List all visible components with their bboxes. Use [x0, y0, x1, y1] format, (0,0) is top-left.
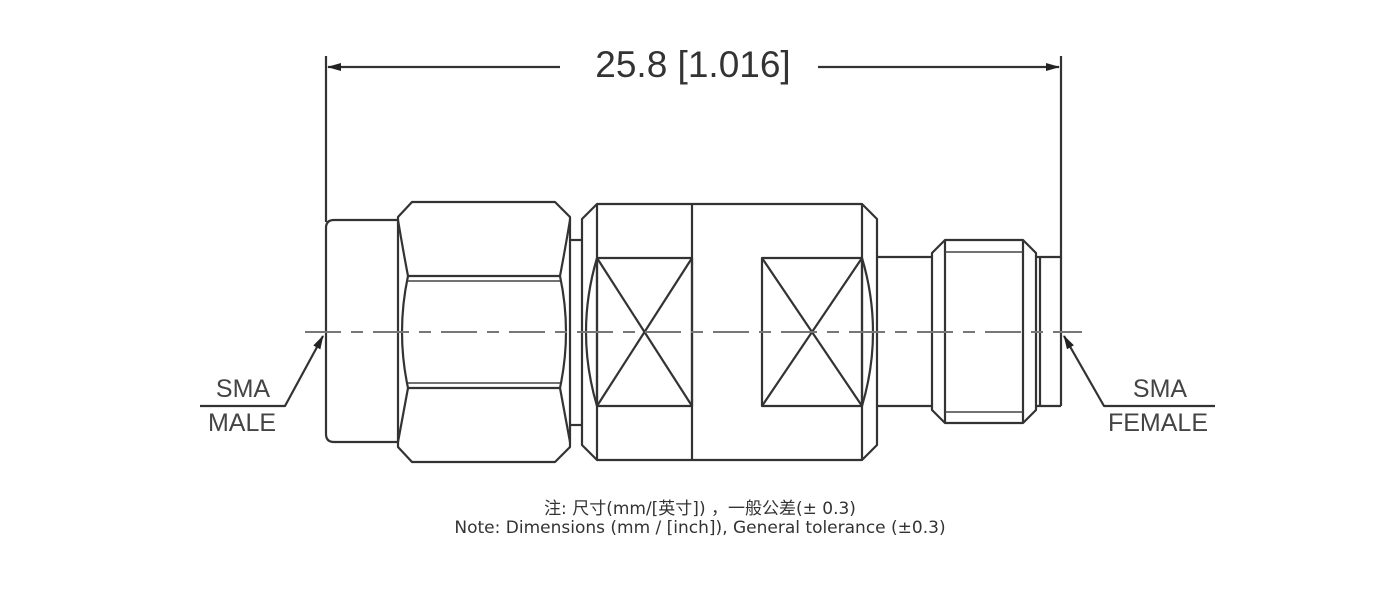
label-right-bottom: FEMALE — [1108, 409, 1208, 437]
note-english: Note: Dimensions (mm / [inch]), General … — [454, 518, 946, 538]
adapter-body — [580, 202, 879, 462]
overall-dimension-text: 25.8 [1.016] — [595, 44, 790, 85]
label-right-top: SMA — [1133, 375, 1188, 403]
label-sma-female: SMA FEMALE — [1063, 335, 1215, 437]
label-left-top: SMA — [216, 375, 271, 403]
label-sma-male: SMA MALE — [200, 335, 324, 437]
neck — [570, 238, 582, 427]
overall-dimension: 25.8 [1.016] — [324, 44, 1063, 258]
label-left-bottom: MALE — [208, 409, 276, 437]
note-chinese: 注: 尺寸(mm/[英寸]) ，一般公差(± 0.3) — [544, 499, 856, 519]
